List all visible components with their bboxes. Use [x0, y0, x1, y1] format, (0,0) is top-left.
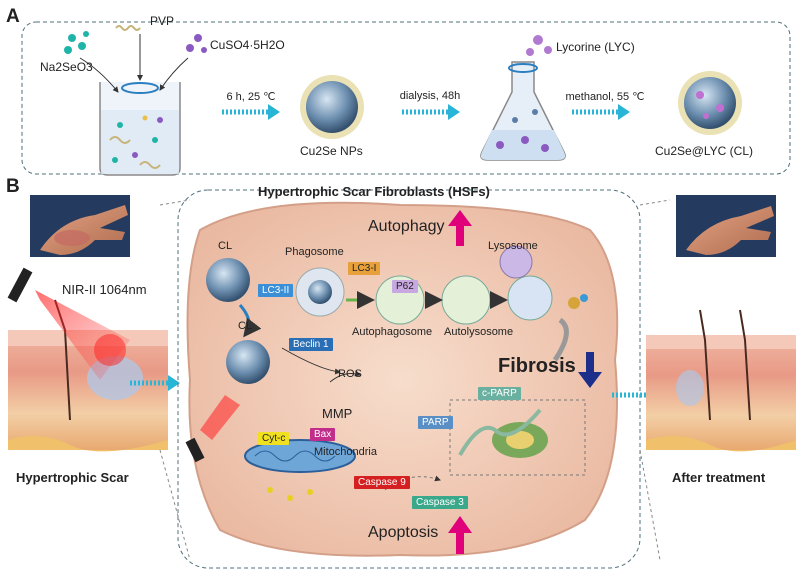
- cl-np-1-icon: [206, 258, 250, 302]
- caspase9-tag: Caspase 9: [354, 476, 410, 489]
- p62-tag: P62: [392, 280, 418, 293]
- after-hand-icon: [686, 206, 774, 255]
- cparp-tag: c-PARP: [478, 387, 521, 400]
- cytc-tag: Cyt-c: [258, 432, 290, 445]
- nir-label: NIR-II 1064nm: [62, 282, 147, 297]
- arrow-3-icon: [572, 104, 630, 120]
- autophagosome-label: Autophagosome: [352, 326, 433, 338]
- caspase3-tag: Caspase 3: [412, 496, 468, 509]
- after-skin-block: [646, 335, 796, 450]
- mmp-label: MMP: [322, 406, 353, 421]
- autophagy-label: Autophagy: [368, 218, 445, 235]
- panel-b-frame: [177, 189, 641, 569]
- product1-label: Cu2Se NPs: [300, 144, 363, 158]
- product2-label: Cu2Se@LYC (CL): [655, 144, 753, 158]
- fibrosis-label: Fibrosis: [498, 355, 576, 377]
- lycorine-label: Lycorine (LYC): [556, 40, 635, 54]
- autolysosome-label: Autolysosome: [444, 326, 514, 338]
- arrow-1-icon: [222, 104, 280, 120]
- na2seo3-dots-icon: [64, 31, 89, 54]
- autolysosome-icon: [441, 275, 491, 325]
- autophagy-up-arrow-icon: [448, 210, 472, 246]
- panel-a-letter: A: [6, 6, 20, 27]
- flask-icon: [480, 61, 566, 161]
- step1-label: 6 h, 25 ℃: [226, 91, 276, 103]
- bax-tag: Bax: [310, 428, 336, 441]
- scar-label: Hypertrophic Scar: [16, 470, 129, 485]
- beaker-icon: [99, 82, 181, 176]
- panel-b-letter: B: [6, 176, 20, 197]
- parp-tag: PARP: [418, 416, 453, 429]
- after-label: After treatment: [672, 470, 766, 485]
- lysosome-icon: [499, 245, 533, 279]
- lycorine-dots-icon: [526, 35, 552, 56]
- cl-np-2-icon: [226, 340, 270, 384]
- apoptosis-label: Apoptosis: [368, 524, 439, 541]
- beclin-tag: Beclin 1: [289, 338, 333, 351]
- laser-device-icon: [7, 267, 33, 303]
- cl-label-1: CL: [218, 240, 233, 252]
- fibrosis-down-arrow-icon: [578, 352, 602, 388]
- lc3ii-tag: LC3-II: [258, 284, 294, 297]
- cu2se-np-icon: [300, 75, 364, 139]
- mitochondria-icon: [244, 439, 356, 473]
- panel-b-title: Hypertrophic Scar Fibroblasts (HSFs): [258, 184, 490, 199]
- phagosome-label: Phagosome: [285, 246, 344, 258]
- pvp-label: PVP: [150, 14, 175, 28]
- pvp-icon: [115, 25, 141, 31]
- step2-label: dialysis, 48h: [399, 90, 461, 102]
- lysosome-label: Lysosome: [488, 240, 538, 252]
- step3-label: methanol, 55 ℃: [565, 91, 645, 103]
- cu2se-lyc-np-icon: [678, 71, 742, 135]
- panel-a-frame: [21, 21, 791, 175]
- lc3i-tag: LC3-I: [348, 262, 381, 275]
- arrow-scar-to-cell-icon: [130, 375, 180, 391]
- mitochondria-label: Mitochondria: [314, 446, 377, 458]
- na2seo3-label: Na2SeO3: [40, 60, 93, 74]
- cuso4-label: CuSO4·5H2O: [210, 38, 285, 52]
- ros-label: ROS: [338, 368, 362, 380]
- cl-label-2: CL: [238, 320, 253, 332]
- arrow-2-icon: [402, 104, 460, 120]
- apoptosis-up-arrow-icon: [448, 516, 472, 554]
- cuso4-dots-icon: [186, 34, 207, 53]
